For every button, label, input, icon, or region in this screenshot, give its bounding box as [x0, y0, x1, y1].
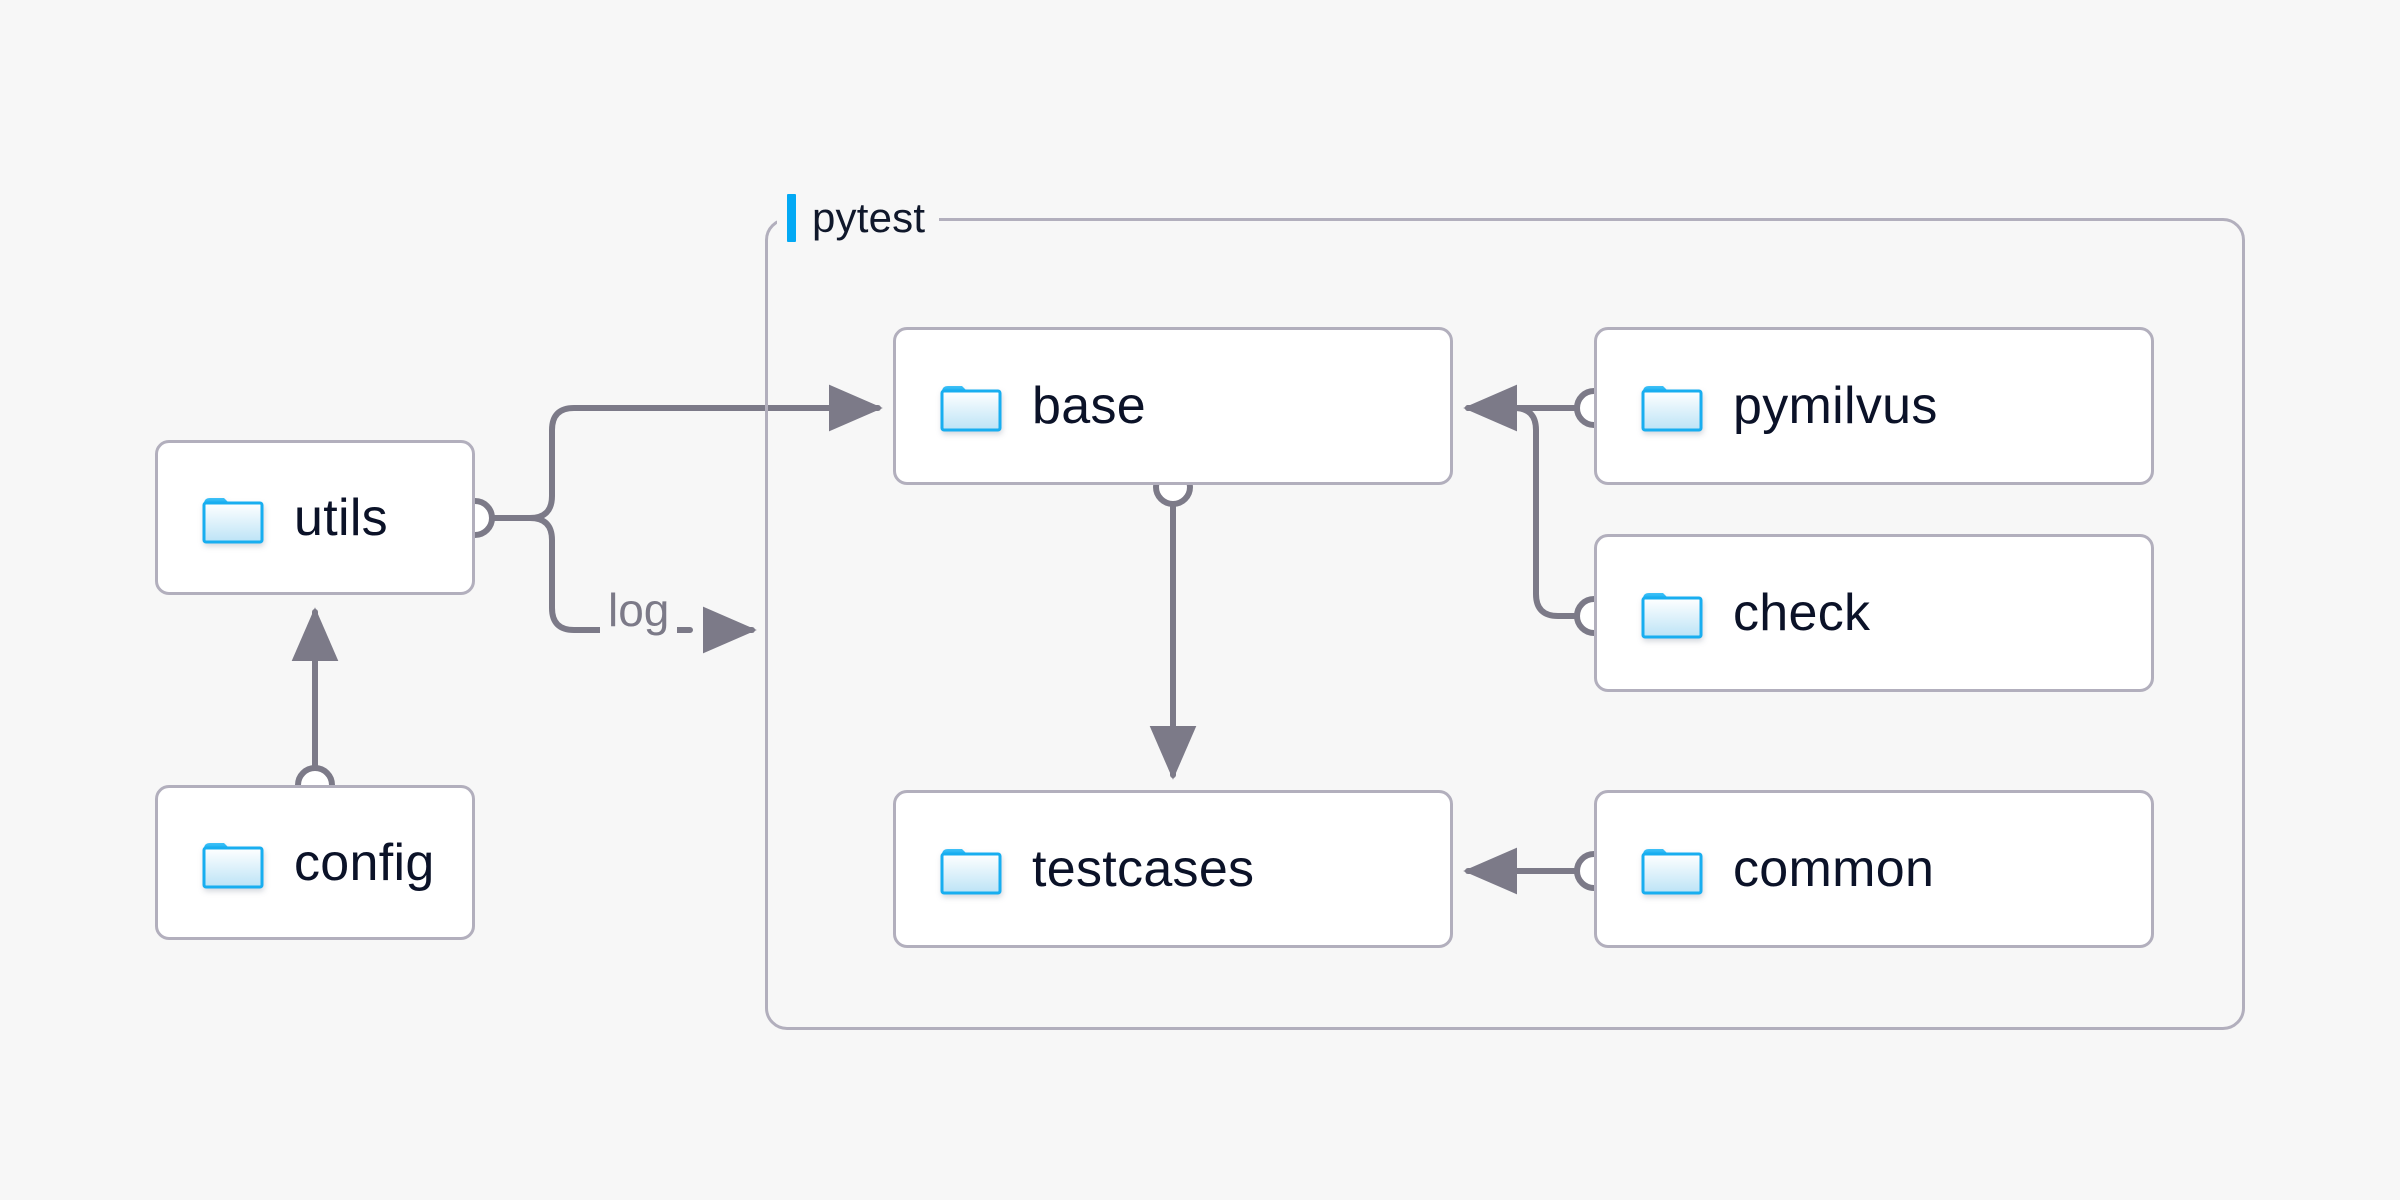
- folder-icon: [1641, 587, 1703, 639]
- node-pymilvus[interactable]: pymilvus: [1594, 327, 2154, 485]
- folder-icon: [202, 492, 264, 544]
- node-label: utils: [294, 488, 388, 547]
- folder-icon: [1641, 380, 1703, 432]
- node-label: common: [1733, 840, 1935, 898]
- node-utils[interactable]: utils: [155, 440, 475, 595]
- folder-icon: [1641, 843, 1703, 895]
- node-label: testcases: [1032, 840, 1255, 898]
- node-label: pymilvus: [1733, 377, 1938, 435]
- node-label: check: [1733, 584, 1871, 642]
- node-common[interactable]: common: [1594, 790, 2154, 948]
- node-check[interactable]: check: [1594, 534, 2154, 692]
- node-base[interactable]: base: [893, 327, 1453, 485]
- group-container-pytest: [765, 218, 2245, 1030]
- node-config[interactable]: config: [155, 785, 475, 940]
- folder-icon: [940, 843, 1002, 895]
- group-accent-bar-icon: [787, 194, 796, 242]
- node-label: base: [1032, 377, 1146, 435]
- folder-icon: [940, 380, 1002, 432]
- edge-label-log: log: [600, 585, 678, 635]
- node-testcases[interactable]: testcases: [893, 790, 1453, 948]
- group-label-text: pytest: [812, 194, 926, 241]
- folder-icon: [202, 837, 264, 889]
- node-label: config: [294, 833, 435, 892]
- group-label: pytest: [777, 190, 940, 246]
